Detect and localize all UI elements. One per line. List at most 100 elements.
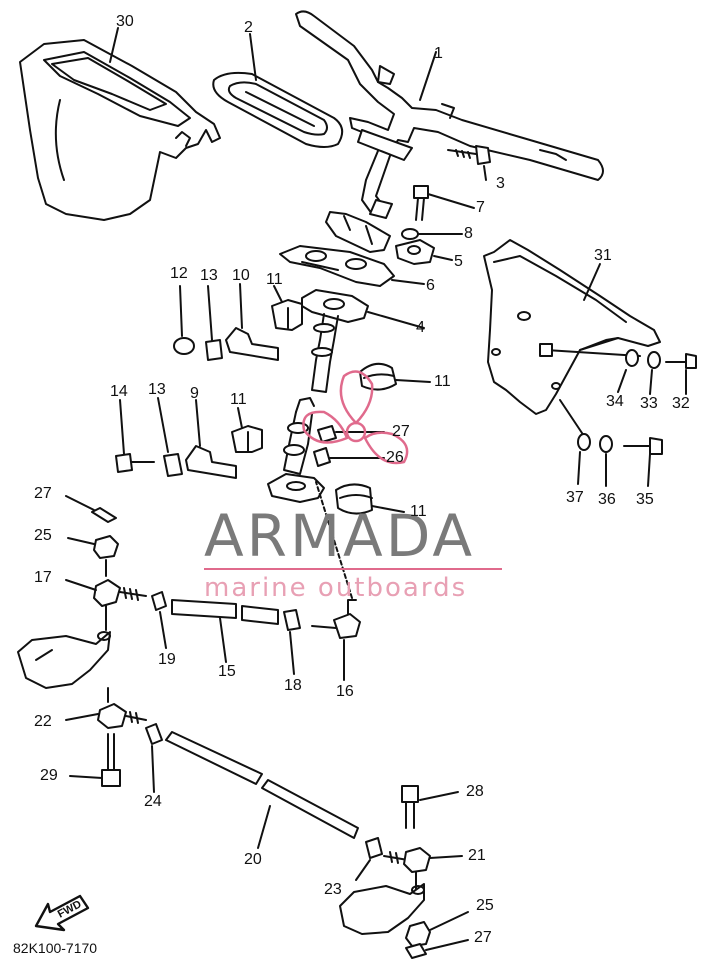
- leader-line: [649, 369, 653, 395]
- ball-joint-part[interactable]: [97, 703, 147, 729]
- leader-line: [109, 27, 119, 63]
- callout-number: 25: [476, 897, 494, 914]
- leader-line: [371, 505, 405, 513]
- nut-part[interactable]: [93, 535, 119, 559]
- handle-grip-part[interactable]: [212, 71, 344, 148]
- rod-part[interactable]: [171, 599, 279, 625]
- damper-part[interactable]: [231, 425, 263, 453]
- leader-line: [315, 481, 353, 599]
- cotter-pin-part[interactable]: [405, 943, 427, 959]
- callout-number: 17: [34, 569, 52, 586]
- bracket-plate-part[interactable]: [279, 245, 395, 287]
- bracket-part[interactable]: [225, 327, 279, 361]
- callout-number: 18: [284, 677, 302, 694]
- washer-part[interactable]: [577, 433, 591, 451]
- leader-line: [483, 165, 487, 181]
- damper-part[interactable]: [359, 362, 397, 391]
- leader-line: [559, 399, 585, 437]
- cotter-pin-part[interactable]: [91, 507, 117, 523]
- washer-part[interactable]: [401, 228, 419, 240]
- clamp-part[interactable]: [395, 239, 435, 265]
- callout-number: 8: [464, 225, 473, 242]
- callout-number: 6: [426, 277, 435, 294]
- callout-number: 32: [672, 395, 690, 412]
- bolt-part[interactable]: [317, 425, 357, 443]
- leader-line: [545, 349, 641, 357]
- watermark-tagline: marine outboards: [204, 573, 468, 603]
- leader-line: [289, 631, 295, 675]
- damper-part[interactable]: [271, 299, 303, 331]
- leader-line: [433, 255, 453, 261]
- washer-part[interactable]: [647, 351, 661, 369]
- clip-part[interactable]: [163, 453, 183, 477]
- callout-number: 30: [116, 13, 134, 30]
- bushing-part[interactable]: [151, 591, 167, 611]
- callout-number: 11: [410, 503, 427, 520]
- bolt-part[interactable]: [413, 185, 429, 221]
- steering-handle-part[interactable]: [295, 10, 604, 253]
- leader-line: [429, 855, 463, 859]
- washer-part[interactable]: [625, 349, 639, 367]
- callout-number: 13: [200, 267, 218, 284]
- callout-number: 29: [40, 767, 58, 784]
- rod-part[interactable]: [165, 731, 359, 839]
- side-cover-part[interactable]: [483, 239, 661, 415]
- leader-line: [157, 397, 169, 453]
- callout-number: 16: [336, 683, 354, 700]
- leader-line: [617, 369, 627, 393]
- bolt-part[interactable]: [447, 145, 491, 165]
- callout-number: 27: [34, 485, 52, 502]
- bushing-part[interactable]: [283, 609, 301, 631]
- bolt-part[interactable]: [115, 453, 155, 473]
- leader-line: [69, 775, 103, 779]
- callout-number: 13: [148, 381, 166, 398]
- leader-line: [249, 33, 257, 81]
- fwd-arrow-icon: [34, 894, 90, 932]
- leader-line: [65, 495, 95, 511]
- cable-bracket-part[interactable]: [17, 631, 111, 689]
- bushing-part[interactable]: [365, 837, 383, 859]
- leader-line: [355, 859, 371, 881]
- bolt-part[interactable]: [623, 437, 663, 455]
- callout-number: 20: [244, 851, 262, 868]
- ball-joint-part[interactable]: [311, 599, 361, 639]
- long-bolt-part[interactable]: [101, 733, 121, 787]
- spacer-part[interactable]: [539, 343, 553, 357]
- leader-line: [65, 579, 97, 591]
- ball-joint-part[interactable]: [93, 579, 147, 607]
- callout-number: 25: [34, 527, 52, 544]
- watermark-brand: ARMADA: [204, 502, 476, 570]
- bolt-part[interactable]: [665, 353, 697, 369]
- clip-part[interactable]: [205, 339, 223, 361]
- front-cover-part[interactable]: [19, 39, 221, 221]
- callout-number: 21: [468, 847, 486, 864]
- steering-column-part[interactable]: [267, 289, 369, 503]
- callout-number: 10: [232, 267, 250, 284]
- callout-number: 4: [416, 319, 425, 336]
- bolt-part[interactable]: [401, 785, 419, 829]
- bushing-part[interactable]: [173, 337, 195, 355]
- nut-part[interactable]: [313, 447, 331, 467]
- bushing-part[interactable]: [145, 723, 163, 745]
- damper-part[interactable]: [335, 483, 373, 515]
- callout-number: 15: [218, 663, 236, 680]
- leader-line: [119, 399, 125, 455]
- washer-part[interactable]: [599, 435, 613, 453]
- leader-line: [583, 263, 601, 301]
- leader-line: [151, 745, 155, 793]
- ball-joint-part[interactable]: [383, 847, 431, 873]
- nut-part[interactable]: [405, 921, 431, 947]
- callout-number: 11: [434, 373, 451, 390]
- leader-line: [425, 939, 469, 951]
- bracket-part[interactable]: [185, 445, 237, 479]
- callout-number: 24: [144, 793, 162, 810]
- leader-line: [65, 713, 99, 721]
- callout-number: 9: [190, 385, 199, 402]
- leader-line: [195, 399, 201, 447]
- watermark-divider: [204, 568, 502, 570]
- cable-bracket-part[interactable]: [339, 883, 425, 935]
- leader-line: [179, 285, 183, 337]
- diagram-code: 82K100-7170: [13, 940, 98, 956]
- callout-number: 23: [324, 881, 342, 898]
- callout-number: 27: [392, 423, 410, 440]
